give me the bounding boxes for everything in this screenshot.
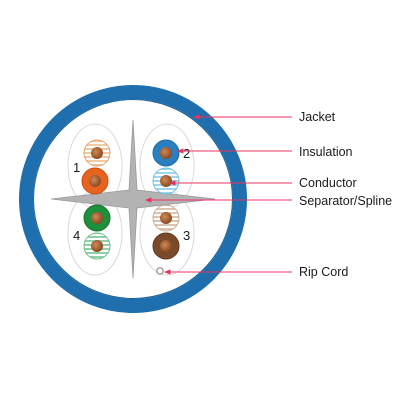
pair-4 xyxy=(83,204,111,260)
pair-2 xyxy=(152,139,180,195)
label-rip-cord: Rip Cord xyxy=(299,265,348,279)
pair-1 xyxy=(81,139,111,195)
conductor-copper xyxy=(160,212,172,224)
label-jacket: Jacket xyxy=(299,110,336,124)
cable-jacket-inner-edge xyxy=(33,99,233,299)
leader-arrow-jacket xyxy=(192,114,200,120)
leader-arrow-rip-cord xyxy=(163,269,171,275)
conductor-copper xyxy=(91,147,103,159)
leader-arrow-insulation xyxy=(176,148,184,154)
conductor-copper xyxy=(160,147,172,159)
label-separator-spline: Separator/Spline xyxy=(299,194,392,208)
conductor-copper xyxy=(91,240,103,252)
leader-arrow-conductor xyxy=(168,180,176,186)
conductor-copper xyxy=(89,175,101,187)
leader-arrow-separator xyxy=(144,197,152,203)
leader-lines xyxy=(144,114,292,275)
conductor-copper xyxy=(91,212,103,224)
pair-number-2: 2 xyxy=(183,146,190,161)
pair-number-4: 4 xyxy=(73,228,80,243)
pair-3 xyxy=(152,204,180,260)
label-conductor: Conductor xyxy=(299,176,357,190)
conductor-copper xyxy=(160,240,172,252)
conductor-copper xyxy=(160,175,172,187)
label-insulation: Insulation xyxy=(299,145,353,159)
rip-cord xyxy=(156,267,164,275)
pair-number-1: 1 xyxy=(73,160,80,175)
pair-number-3: 3 xyxy=(183,228,190,243)
